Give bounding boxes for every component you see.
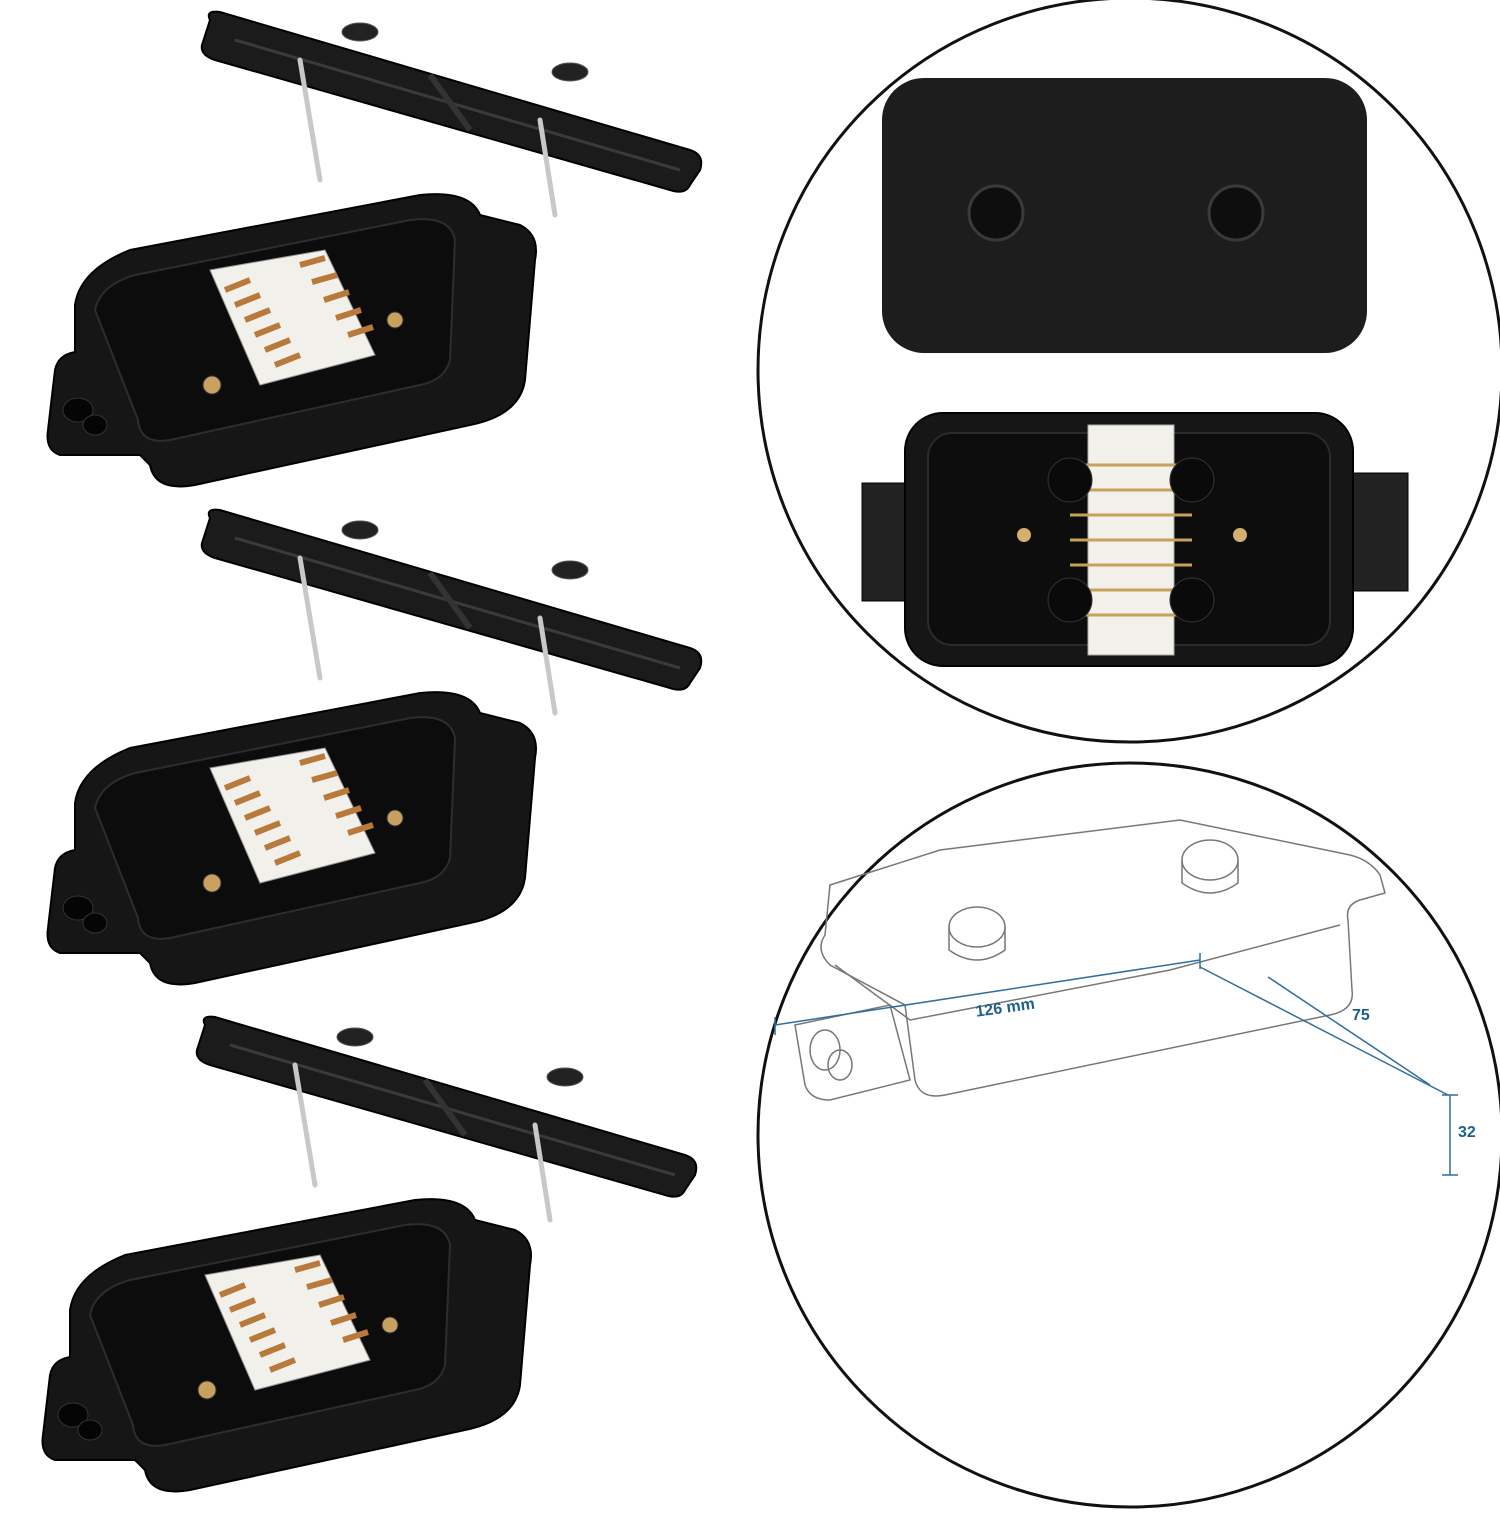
lid-button-left [967, 184, 1025, 242]
height-label: 32 [1458, 1124, 1476, 1141]
lid-button-right [1207, 184, 1265, 242]
dimension-lines [774, 953, 1458, 1176]
detail-photo-circle [756, 0, 1500, 744]
lid-top-view [882, 78, 1367, 353]
width-label: 75 [1352, 1007, 1370, 1024]
exploded-view-2 [48, 510, 702, 985]
box-outline [794, 819, 1386, 1101]
exploded-view-3 [43, 1017, 697, 1492]
base-top-view [861, 412, 1409, 667]
dimension-drawing-circle: 126 mm 75 32 [756, 761, 1500, 1509]
exploded-view-1 [48, 12, 702, 487]
exploded-views [0, 0, 760, 1500]
